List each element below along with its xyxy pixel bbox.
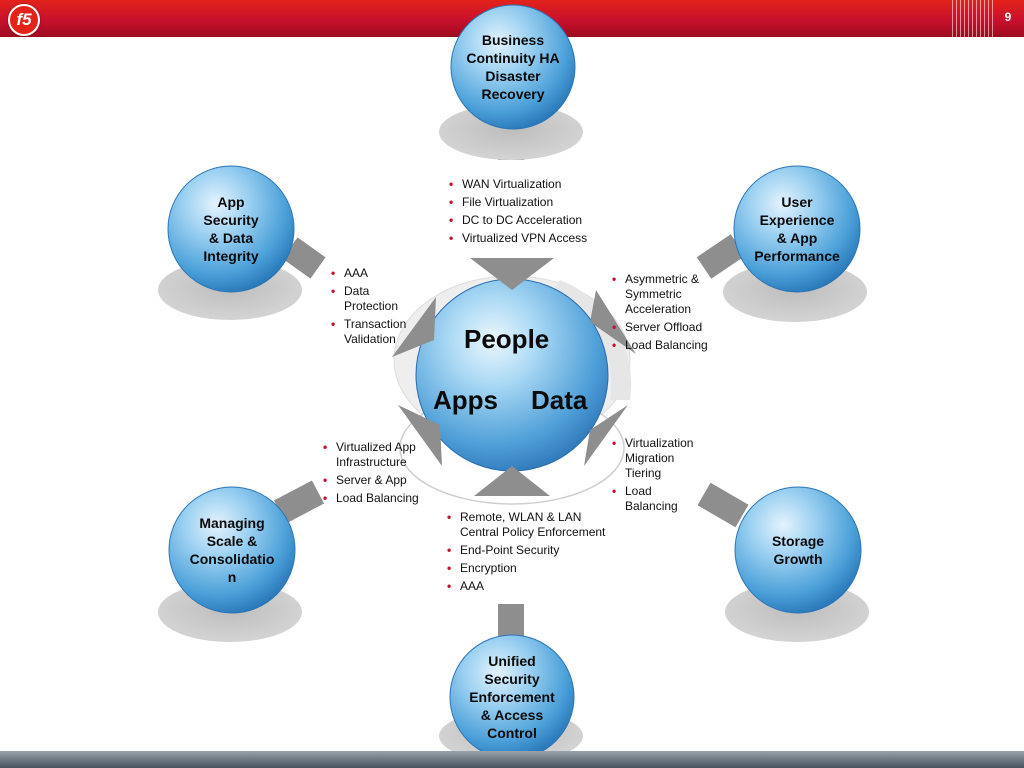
node-unified-security: Unified Security Enforcement & Access Co…	[469, 653, 555, 741]
bullets-top: WAN Virtualization File Virtualization D…	[449, 177, 589, 249]
center-label-data: Data	[531, 385, 588, 415]
f5-logo: f5	[8, 4, 40, 36]
list-item: Load Balancing	[612, 338, 722, 353]
bullets-top-left: AAA Data Protection Transaction Validati…	[331, 266, 421, 350]
page-number: 9	[1004, 10, 1012, 24]
connector-bottom-right	[697, 482, 749, 528]
arrow-top	[470, 258, 554, 290]
list-item: Remote, WLAN & LAN Central Policy Enforc…	[447, 510, 622, 540]
sphere-top	[450, 4, 576, 130]
arrow-bottom	[474, 466, 550, 496]
list-item: Transaction Validation	[331, 317, 421, 347]
connector-top-right	[696, 234, 746, 279]
center-label-people: People	[464, 324, 550, 354]
bullets-bottom-right: Virtualization Migration Tiering Load Ba…	[612, 436, 707, 517]
list-item: Server & App	[323, 473, 433, 488]
connector-bottom-left	[273, 480, 325, 524]
footer-bar	[0, 751, 1024, 768]
node-app-security: App Security & Data Integrity	[203, 194, 259, 264]
list-item: Data Protection	[331, 284, 421, 314]
sphere-bottom-right	[734, 486, 862, 614]
node-storage-growth: Storage Growth	[771, 533, 825, 567]
list-item: DC to DC Acceleration	[449, 213, 589, 228]
connector-top-left	[282, 237, 326, 279]
list-item: Virtualized App Infrastructure	[323, 440, 433, 470]
list-item: Server Offload	[612, 320, 722, 335]
list-item: Load Balancing	[323, 491, 433, 506]
arrow-bottom-right	[584, 405, 628, 466]
header-stripes-decoration	[952, 0, 996, 37]
list-item: AAA	[331, 266, 421, 281]
node-spheres	[167, 4, 862, 760]
bullets-bottom: Remote, WLAN & LAN Central Policy Enforc…	[447, 510, 622, 597]
bullets-bottom-left: Virtualized App Infrastructure Server & …	[323, 440, 433, 509]
sphere-top-right	[733, 165, 861, 293]
center-label-apps: Apps	[433, 385, 498, 415]
list-item: Encryption	[447, 561, 622, 576]
sphere-top-left	[167, 165, 295, 293]
list-item: Virtualized VPN Access	[449, 231, 589, 246]
list-item: WAN Virtualization	[449, 177, 589, 192]
sphere-bottom-left	[168, 486, 296, 614]
list-item: End-Point Security	[447, 543, 622, 558]
bullets-top-right: Asymmetric & Symmetric Acceleration Serv…	[612, 272, 722, 356]
node-user-experience: User Experience & App Performance	[754, 194, 840, 264]
node-managing-scale: Managing Scale & Consolidatio n	[189, 515, 275, 585]
sphere-center	[415, 278, 609, 472]
list-item: Asymmetric & Symmetric Acceleration	[612, 272, 722, 317]
list-item: File Virtualization	[449, 195, 589, 210]
connector-bottom	[498, 604, 524, 636]
node-business-continuity: Business Continuity HA Disaster Recovery	[466, 32, 560, 102]
list-item: Virtualization Migration Tiering	[612, 436, 707, 481]
list-item: AAA	[447, 579, 622, 594]
list-item: Load Balancing	[612, 484, 707, 514]
